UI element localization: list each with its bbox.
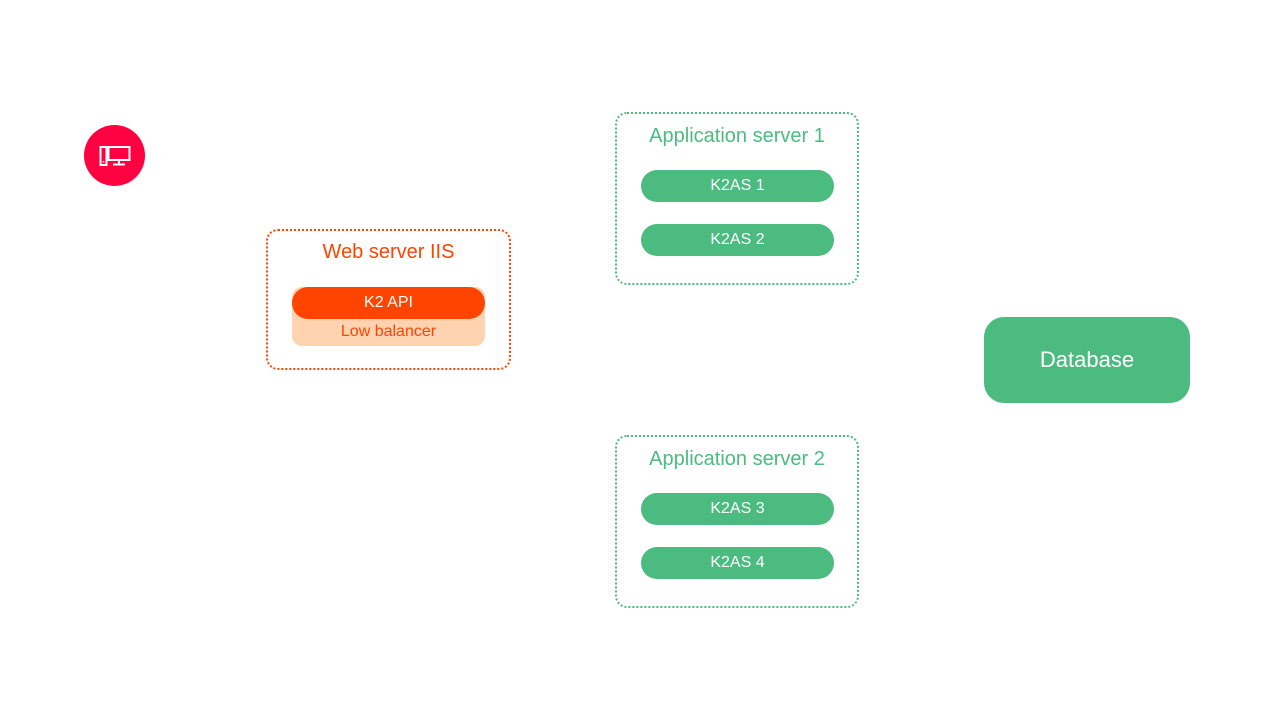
k2as-2-pill[interactable]: K2AS 2: [641, 224, 834, 256]
application-server-2-group: Application server 2 K2AS 3 K2AS 4: [615, 435, 859, 608]
desktop-computer-icon: [99, 145, 130, 166]
web-server-group: Web server IIS Low balancer K2 API: [266, 229, 511, 370]
database-node[interactable]: Database: [984, 317, 1190, 403]
application-server-1-title: Application server 1: [649, 125, 825, 147]
k2-api-pill[interactable]: K2 API: [292, 287, 485, 319]
k2as-1-pill[interactable]: K2AS 1: [641, 170, 834, 202]
k2as-4-pill[interactable]: K2AS 4: [641, 547, 834, 579]
load-balancer-block: Low balancer K2 API: [292, 287, 485, 346]
load-balancer-label: Low balancer: [340, 323, 437, 340]
k2as-3-pill[interactable]: K2AS 3: [641, 493, 834, 525]
web-server-title: Web server IIS: [322, 241, 455, 263]
client-node[interactable]: [84, 125, 145, 186]
application-server-2-title: Application server 2: [649, 448, 825, 470]
application-server-1-group: Application server 1 K2AS 1 K2AS 2: [615, 112, 859, 285]
